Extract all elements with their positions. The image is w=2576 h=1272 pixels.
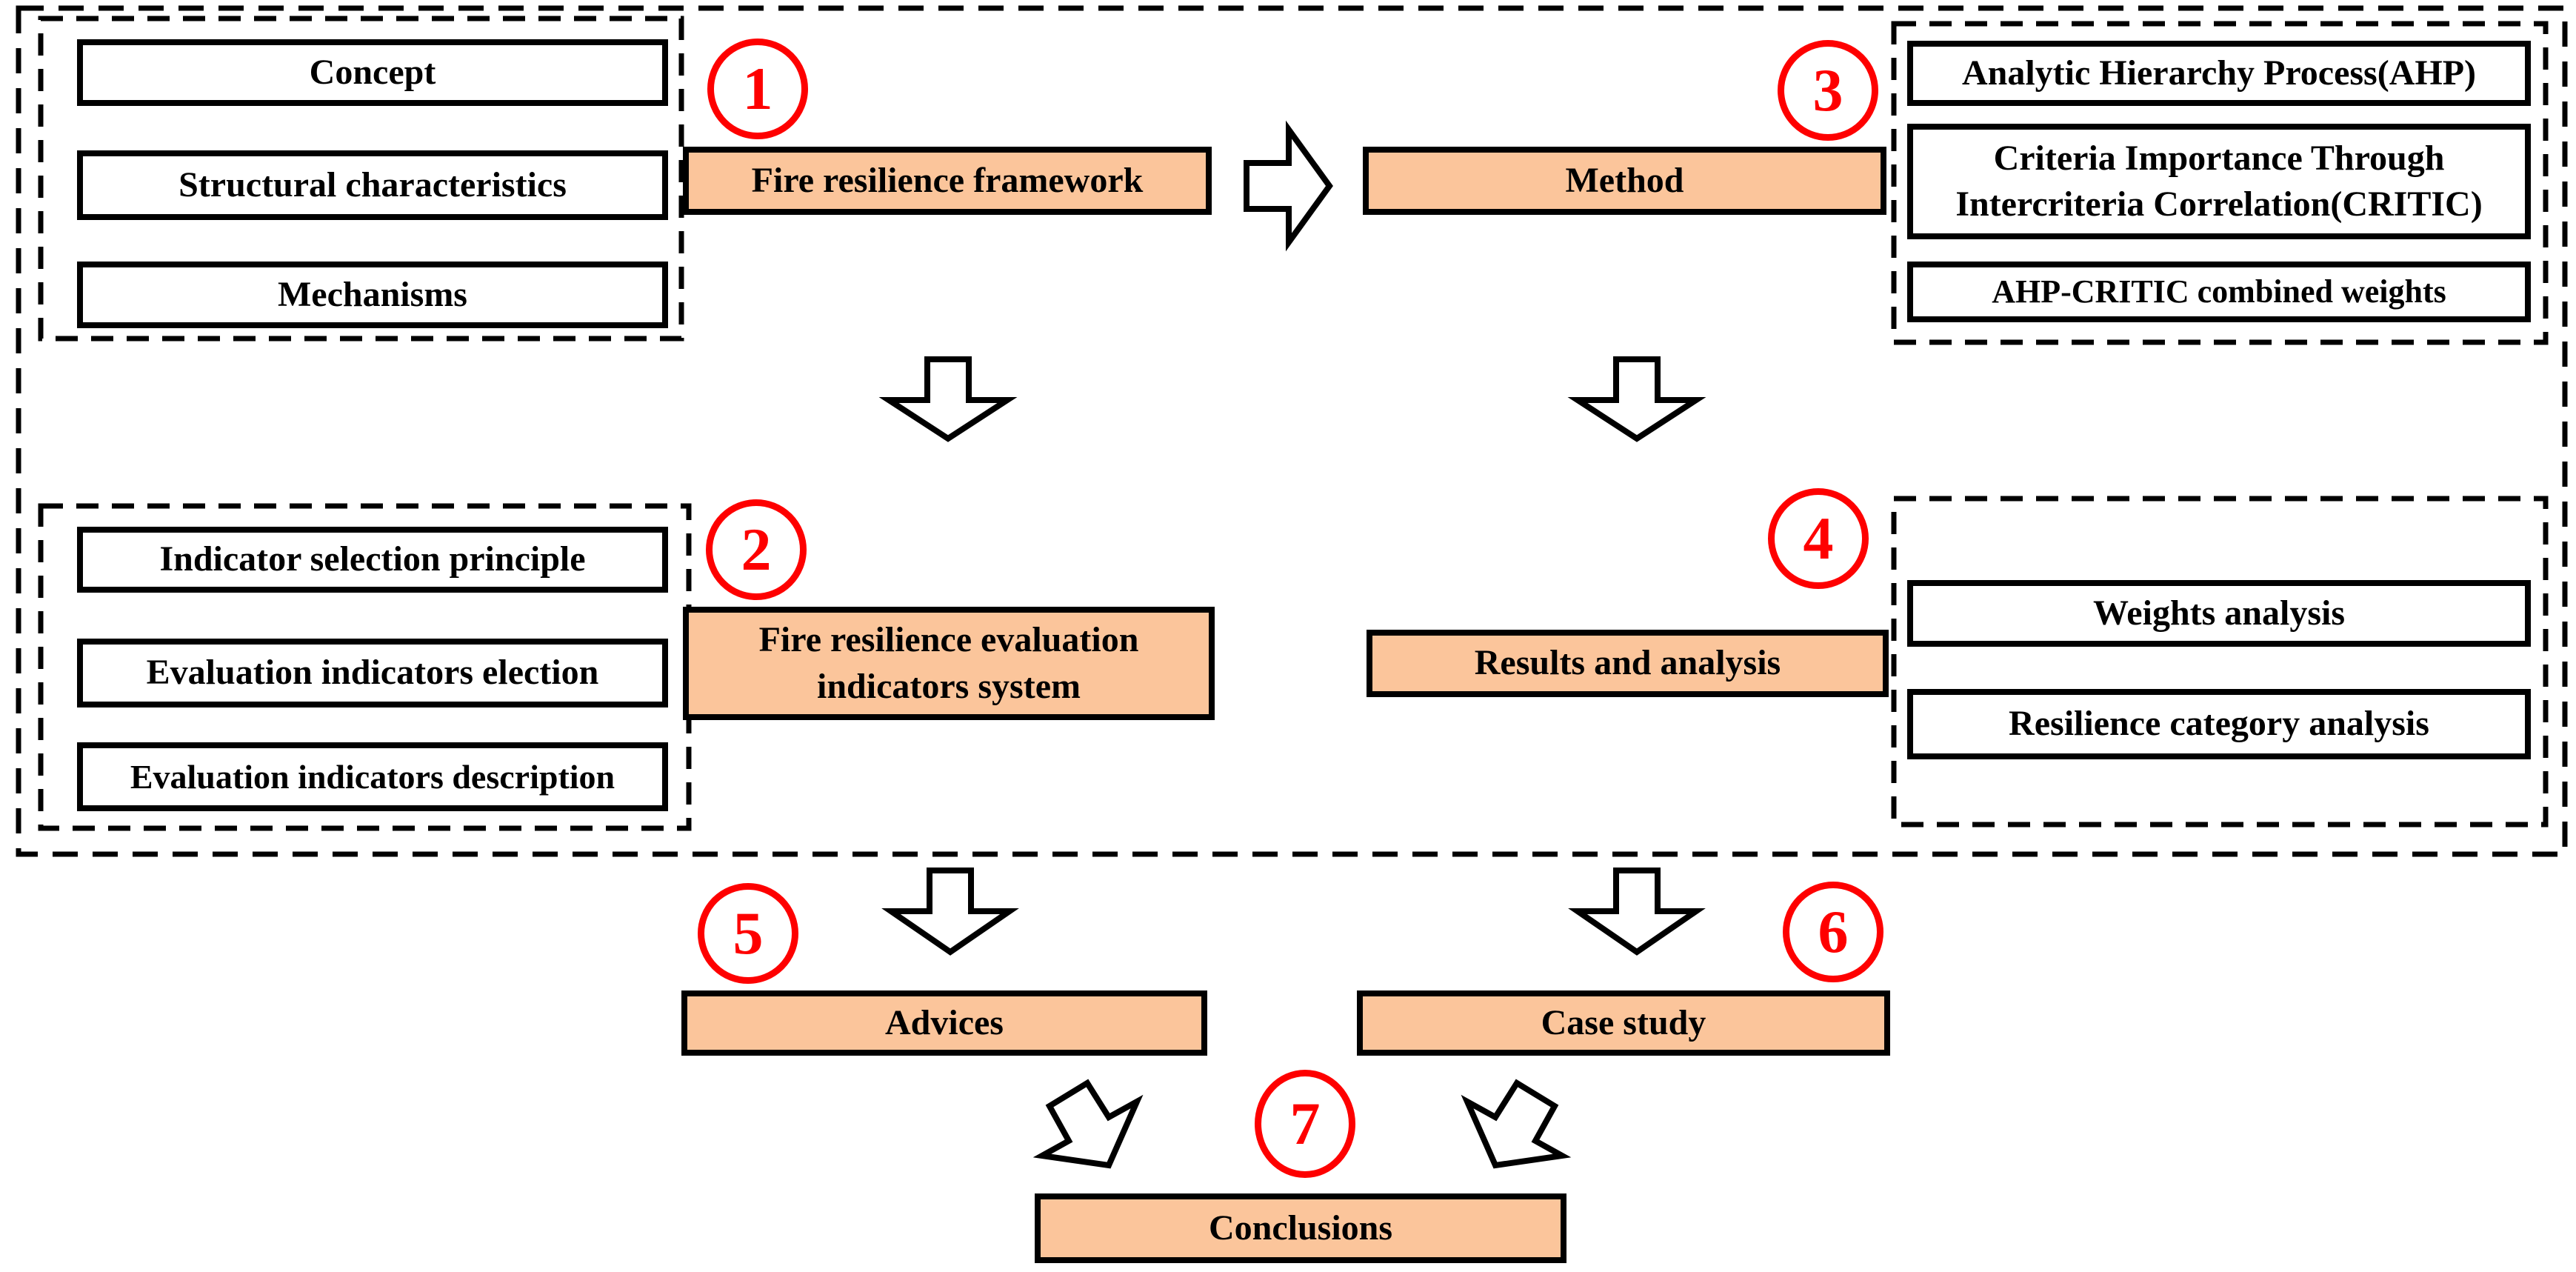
advices-box: Advices	[681, 990, 1207, 1056]
ahp-critic-combined-weights-box: AHP-CRITIC combined weights	[1907, 262, 2531, 322]
concept-label: Concept	[309, 52, 436, 92]
fire-resilience-evaluation-indicators-system-box: Fire resilience evaluation indicators sy…	[683, 607, 1215, 720]
ahp-critic-combined-weights-label: AHP-CRITIC combined weights	[1992, 273, 2446, 310]
evaluation-indicators-election-label: Evaluation indicators election	[146, 653, 599, 693]
concept-box: Concept	[77, 39, 668, 106]
case-study-box: Case study	[1357, 990, 1890, 1056]
results-detail-dashed-group	[1891, 496, 2549, 828]
evaluation-indicators-description-label: Evaluation indicators description	[130, 757, 615, 796]
evaluation-indicators-election-box: Evaluation indicators election	[77, 639, 668, 707]
ahp-label: Analytic Hierarchy Process(AHP)	[1961, 53, 2477, 93]
critic-label-line2: Intercriteria Correlation(CRITIC)	[1955, 184, 2483, 224]
structural-characteristics-box: Structural characteristics	[77, 150, 668, 220]
stage-circle-5: 5	[698, 883, 798, 984]
diagonal-arrow-case-study-to-conclusions-icon	[1461, 1079, 1572, 1169]
framework-theory-dashed-group	[38, 16, 684, 342]
fire-resilience-framework-box: Fire resilience framework	[683, 147, 1212, 215]
evaluation-indicators-description-box: Evaluation indicators description	[77, 742, 668, 811]
stage-number-6: 6	[1818, 898, 1849, 965]
critic-box: Criteria Importance Through Intercriteri…	[1907, 124, 2531, 239]
conclusions-box: Conclusions	[1035, 1193, 1566, 1263]
resilience-category-analysis-label: Resilience category analysis	[2009, 704, 2429, 744]
method-label: Method	[1565, 160, 1684, 200]
results-and-analysis-label: Results and analysis	[1474, 643, 1781, 683]
advices-label: Advices	[885, 1002, 1004, 1042]
stage-number-2: 2	[741, 516, 772, 583]
stage-number-4: 4	[1803, 505, 1834, 572]
method-box: Method	[1363, 147, 1886, 215]
stage-number-5: 5	[733, 899, 764, 967]
down-arrow-to-advices-icon	[881, 868, 1019, 956]
indicators-system-label-line1: Fire resilience evaluation	[758, 620, 1139, 660]
stage-circle-2: 2	[706, 499, 807, 600]
critic-label-line1: Criteria Importance Through	[1993, 138, 2445, 178]
stage-number-7: 7	[1289, 1090, 1321, 1157]
stage-number-3: 3	[1812, 56, 1843, 124]
down-arrow-method-to-results-icon	[1567, 356, 1706, 442]
indicator-selection-principle-box: Indicator selection principle	[77, 527, 668, 593]
outer-dashed-border	[16, 5, 2568, 857]
fire-resilience-framework-label: Fire resilience framework	[751, 160, 1144, 200]
indicators-detail-dashed-group	[38, 503, 692, 831]
weights-analysis-box: Weights analysis	[1907, 580, 2531, 647]
mechanisms-box: Mechanisms	[77, 262, 668, 328]
ahp-box: Analytic Hierarchy Process(AHP)	[1907, 41, 2531, 106]
down-arrow-framework-to-indicators-icon	[878, 356, 1018, 442]
indicators-system-label-line2: indicators system	[817, 666, 1081, 706]
case-study-label: Case study	[1541, 1002, 1706, 1042]
conclusions-label: Conclusions	[1208, 1208, 1393, 1248]
stage-circle-6: 6	[1783, 882, 1883, 982]
indicator-selection-principle-label: Indicator selection principle	[159, 539, 586, 579]
weights-analysis-label: Weights analysis	[2092, 593, 2346, 633]
diagonal-arrow-advices-to-conclusions-icon	[1032, 1079, 1144, 1169]
resilience-category-analysis-box: Resilience category analysis	[1907, 689, 2531, 759]
mechanisms-label: Mechanisms	[278, 274, 467, 314]
structural-characteristics-label: Structural characteristics	[178, 164, 567, 204]
down-arrow-to-case-study-icon	[1568, 868, 1706, 956]
stage-circle-3: 3	[1778, 40, 1878, 141]
stage-circle-4: 4	[1768, 488, 1869, 589]
right-arrow-icon	[1244, 120, 1333, 252]
stage-circle-7: 7	[1255, 1070, 1355, 1178]
stage-number-1: 1	[742, 55, 773, 122]
method-detail-dashed-group	[1891, 21, 2549, 345]
stage-circle-1: 1	[707, 39, 808, 139]
results-and-analysis-box: Results and analysis	[1367, 630, 1889, 697]
